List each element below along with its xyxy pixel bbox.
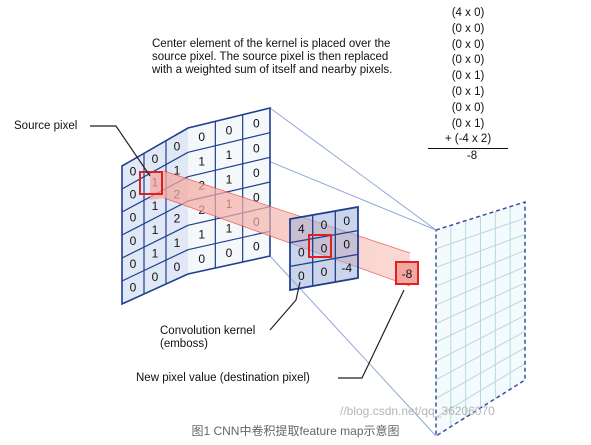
convolution-kernel: 4 0 0 0 0 0 0 0 -4 bbox=[289, 205, 359, 292]
sum-line: (4 x 0) bbox=[451, 7, 485, 19]
input-image-grid: 000011012012011000000110210210110000 bbox=[121, 106, 271, 306]
input-cell: 0 bbox=[226, 246, 233, 260]
input-cell: 0 bbox=[130, 188, 137, 202]
source-pixel-label: Source pixel bbox=[14, 120, 78, 132]
input-cell: 0 bbox=[152, 270, 159, 284]
input-cell: 1 bbox=[174, 236, 181, 250]
sum-line: (0 x 0) bbox=[451, 101, 485, 114]
new-pixel-label: New pixel value (destination pixel) bbox=[136, 372, 310, 384]
destination-pixel: -8 bbox=[395, 261, 419, 285]
input-cell: 0 bbox=[130, 164, 137, 178]
input-cell: 0 bbox=[198, 252, 205, 266]
kernel-cell: 0 bbox=[343, 238, 350, 252]
input-cell: 1 bbox=[226, 148, 233, 162]
sum-line: (0 x 1) bbox=[451, 117, 485, 130]
kernel-cell: 0 bbox=[321, 242, 328, 256]
kernel-cell: 0 bbox=[343, 214, 350, 228]
kernel-cell: 0 bbox=[298, 269, 305, 283]
output-feature-map bbox=[435, 200, 526, 438]
input-cell: 1 bbox=[198, 154, 205, 168]
sum-line: (0 x 0) bbox=[451, 54, 485, 67]
input-cell: 1 bbox=[198, 227, 205, 241]
kernel-cell: 0 bbox=[321, 218, 328, 232]
input-cell: 0 bbox=[130, 280, 137, 294]
input-cell: 1 bbox=[152, 199, 159, 213]
input-cell: 0 bbox=[130, 211, 137, 225]
input-cell: 0 bbox=[253, 166, 260, 180]
input-cell: 0 bbox=[174, 260, 181, 274]
input-cell: 1 bbox=[174, 164, 181, 178]
input-cell: 0 bbox=[226, 123, 233, 137]
input-cell: 1 bbox=[152, 223, 159, 237]
input-cell: 0 bbox=[130, 257, 137, 271]
sum-line: + (-4 x 2) bbox=[428, 132, 508, 150]
input-cell: 0 bbox=[130, 234, 137, 248]
svg-text:-8: -8 bbox=[402, 267, 413, 281]
figure-caption: 图1 CNN中卷积提取feature map示意图 bbox=[191, 424, 400, 438]
input-cell: 0 bbox=[253, 141, 260, 155]
sum-line: (0 x 0) bbox=[451, 22, 485, 35]
sum-line: (0 x 0) bbox=[451, 38, 485, 51]
source-pixel-highlight bbox=[139, 171, 163, 195]
header-text: Center element of the kernel is placed o… bbox=[152, 38, 393, 76]
input-cell: 0 bbox=[253, 240, 260, 254]
leader-lines bbox=[90, 125, 405, 379]
sum-line: (0 x 1) bbox=[451, 70, 485, 83]
weighted-sum: (4 x 0) (0 x 0) (0 x 0) (0 x 0) (0 x 1) … bbox=[428, 6, 508, 165]
input-cell: 0 bbox=[152, 152, 159, 166]
input-cell: 1 bbox=[226, 172, 233, 186]
kernel-cell: 4 bbox=[298, 222, 305, 236]
input-cell: 0 bbox=[174, 139, 181, 153]
input-cell: 0 bbox=[198, 130, 205, 144]
kernel-cell: 0 bbox=[321, 265, 328, 279]
kernel-label: Convolution kernel (emboss) bbox=[160, 325, 256, 350]
input-cell: 2 bbox=[174, 212, 181, 226]
input-cell: 1 bbox=[226, 221, 233, 235]
kernel-cell: 0 bbox=[298, 246, 305, 260]
watermark: //blog.csdn.net/qq_36206070 bbox=[340, 404, 495, 418]
sum-result: -8 bbox=[466, 150, 478, 163]
sum-line: (0 x 1) bbox=[451, 85, 485, 98]
input-cell: 1 bbox=[152, 247, 159, 261]
input-cell: 0 bbox=[253, 117, 260, 131]
kernel-cell: -4 bbox=[341, 261, 352, 275]
input-cell: 0 bbox=[253, 190, 260, 204]
